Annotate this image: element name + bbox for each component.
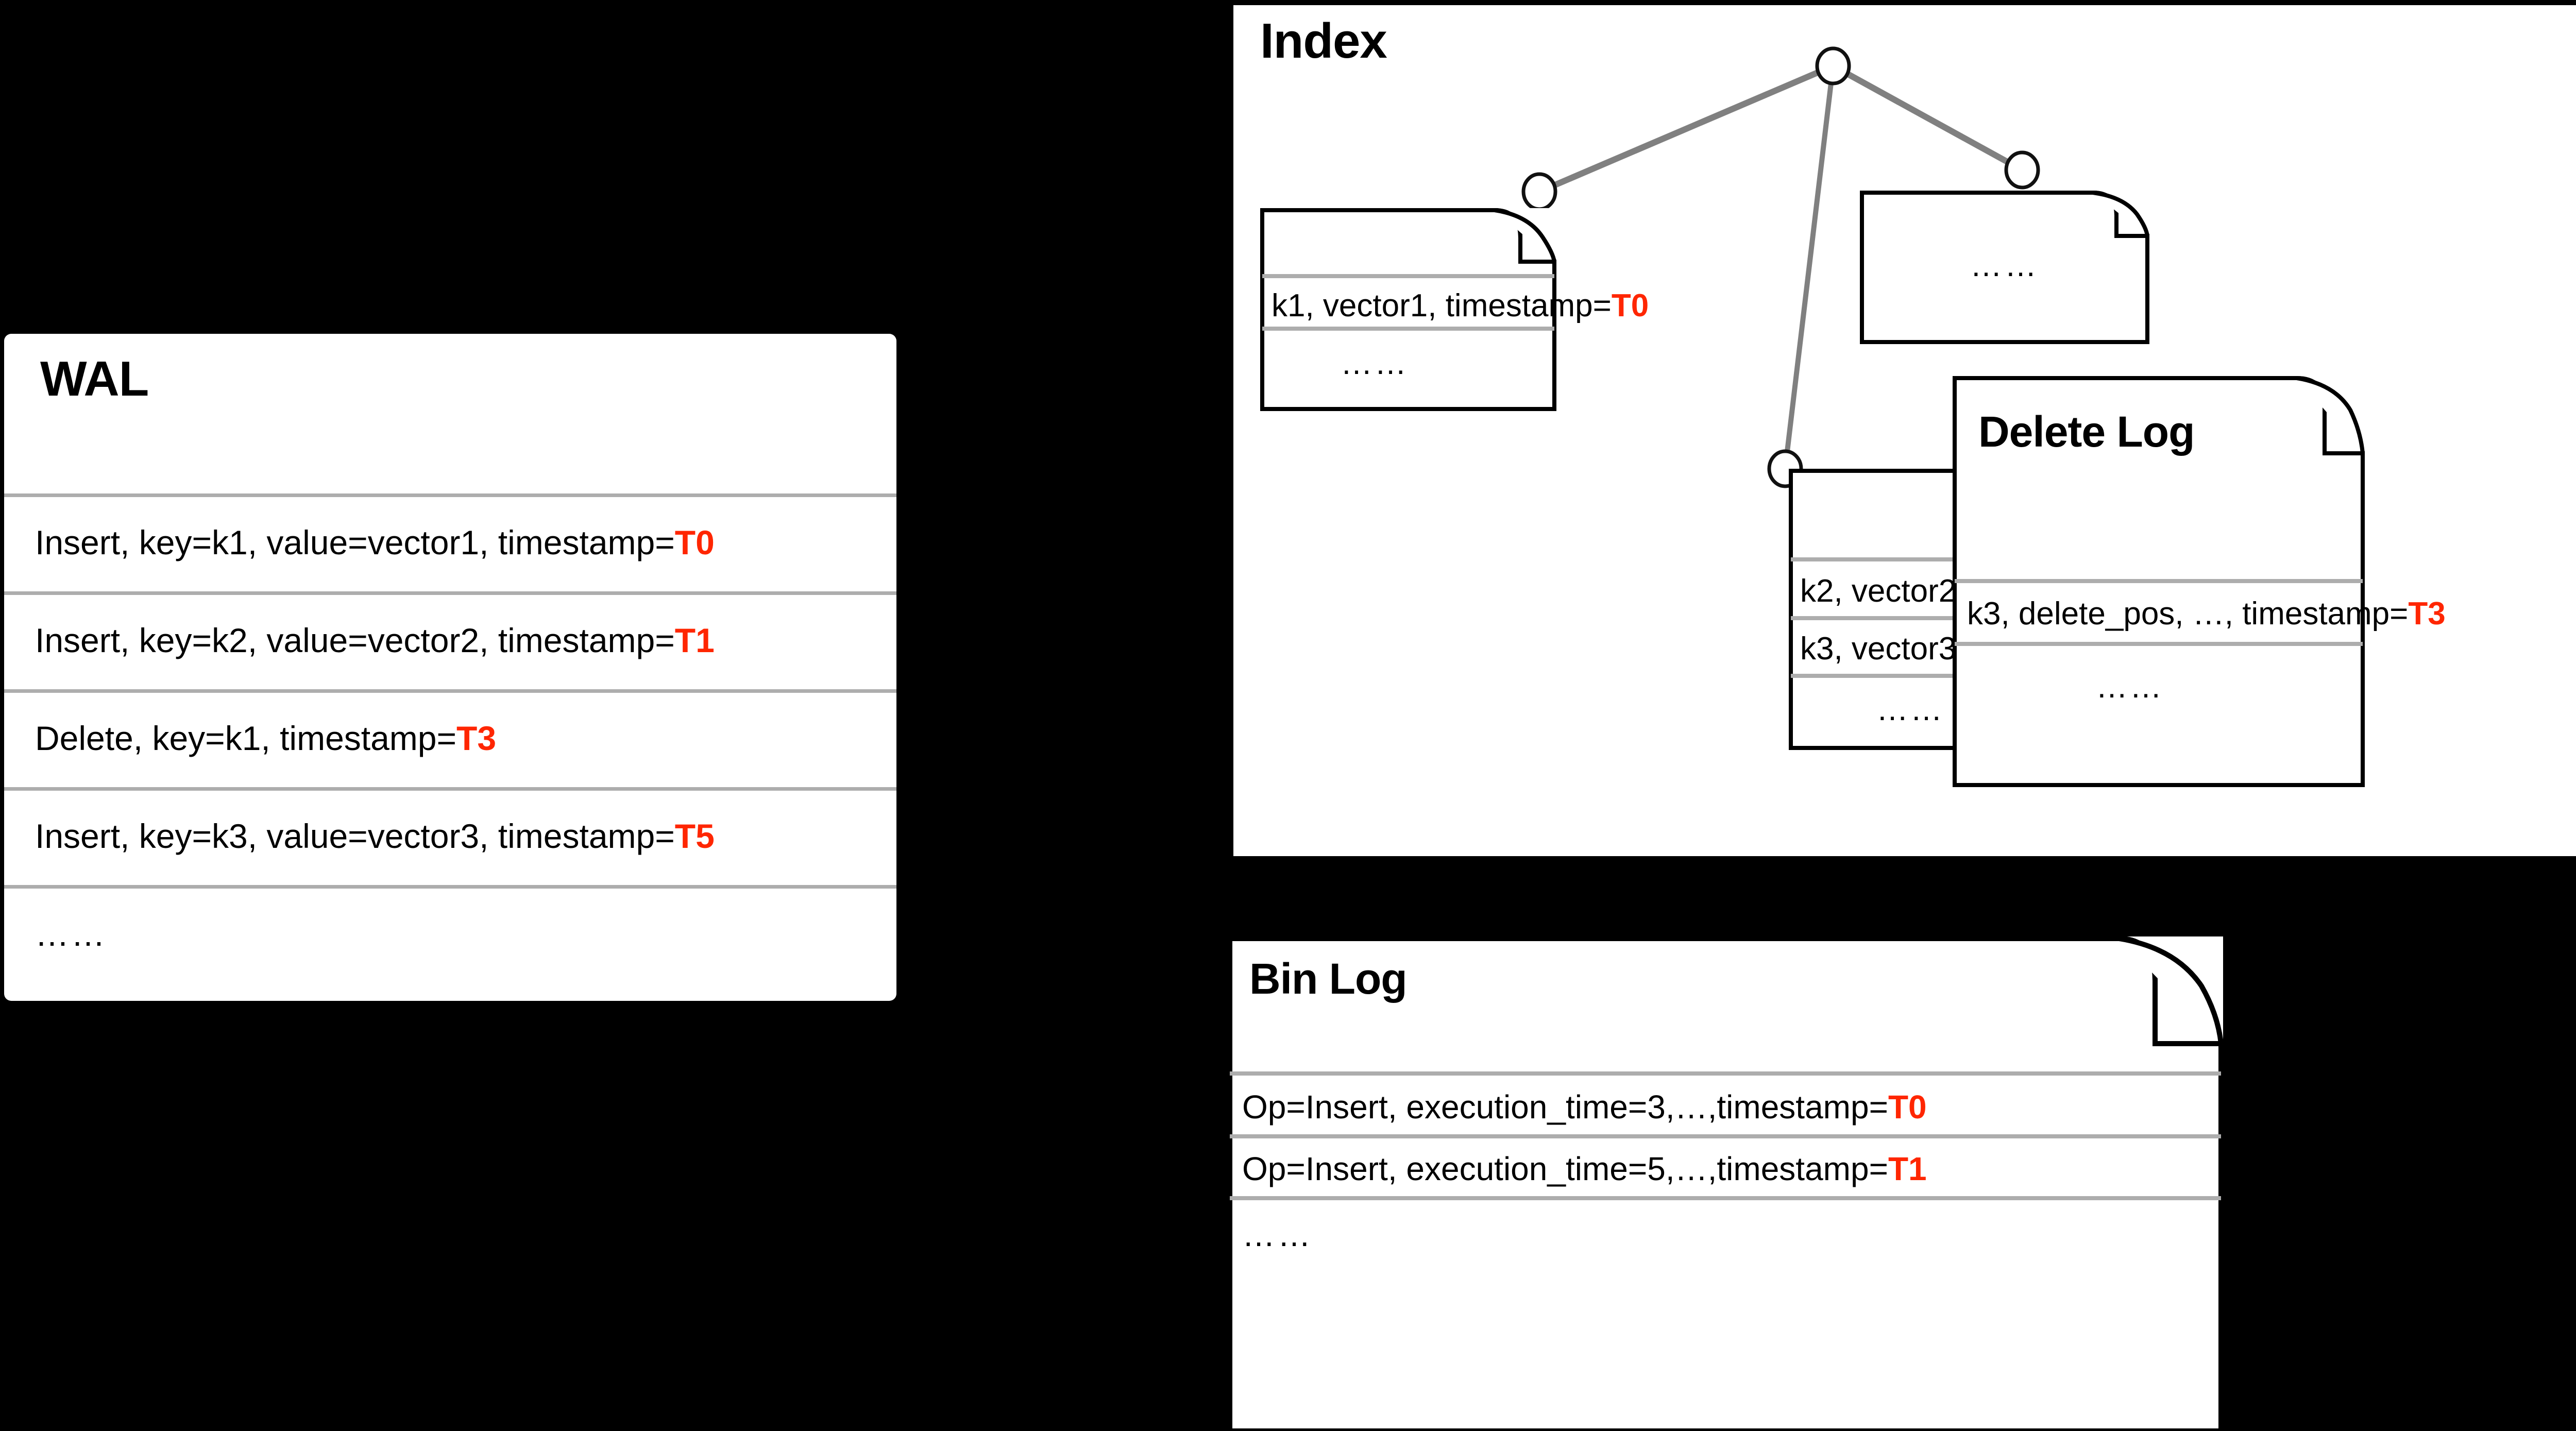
index-card-ellipsis-text: ……	[1970, 248, 2039, 283]
bin-log-title: Bin Log	[1249, 955, 1408, 1003]
bin-log-ellipsis-text: ……	[1242, 1216, 1313, 1253]
wal-row-timestamp: T3	[456, 719, 497, 757]
index-segment-card-more: ……	[1860, 191, 2149, 344]
wal-ellipsis-text: ……	[35, 915, 107, 953]
document-shape	[1228, 936, 2223, 1431]
wal-row: Insert, key=k3, value=vector3, timestamp…	[4, 787, 896, 885]
wal-row: Insert, key=k1, value=vector1, timestamp…	[4, 493, 896, 591]
wal-row-timestamp: T0	[674, 523, 715, 561]
delete-log-ellipsis-text: ……	[2096, 669, 2164, 705]
delete-log-row-timestamp: T3	[2408, 596, 2446, 632]
wal-row: Delete, key=k1, timestamp=T3	[4, 689, 896, 787]
bin-log-row: Op=Insert, execution_time=5,…,timestamp=…	[1230, 1134, 2221, 1196]
tree-edge-left	[1538, 63, 1835, 195]
tree-node-root	[1815, 46, 1851, 86]
wal-row-timestamp: T1	[674, 621, 715, 659]
wal-title: WAL	[40, 351, 149, 406]
delete-log-row: k3, delete_pos, …, timestamp=T3	[1955, 579, 2446, 642]
wal-row-text: Insert, key=k3, value=vector3, timestamp…	[35, 817, 715, 855]
wal-row-text: Insert, key=k2, value=vector2, timestamp…	[35, 621, 715, 659]
wal-row-text: Delete, key=k1, timestamp=T3	[35, 719, 497, 757]
delete-log-card: Delete Log k3, delete_pos, …, timestamp=…	[1953, 376, 2446, 787]
wal-panel: WAL Insert, key=k1, value=vector1, times…	[4, 334, 896, 1001]
tree-edge-right	[1832, 63, 2024, 173]
bin-log-row-text: Op=Insert, execution_time=5,…,timestamp=…	[1242, 1150, 1927, 1187]
index-card-row-ellipsis: ……	[1262, 327, 1554, 411]
wal-row-list: Insert, key=k1, value=vector1, timestamp…	[4, 493, 896, 983]
tree-edge-middle	[1783, 65, 1836, 469]
document-shape	[1860, 191, 2149, 344]
document-shape	[1260, 208, 1556, 411]
index-title: Index	[1260, 13, 1387, 69]
wal-row-ellipsis: ……	[4, 885, 896, 983]
bin-log-row-timestamp: T1	[1888, 1150, 1927, 1187]
index-card-row: k1, vector1, timestamp=T0	[1262, 274, 1649, 327]
delete-log-row-ellipsis: ……	[1955, 642, 2363, 787]
bin-log-row-ellipsis: ……	[1230, 1196, 2221, 1431]
index-segment-card-k1: k1, vector1, timestamp=T0 ……	[1260, 208, 1649, 411]
index-card-row-timestamp: T0	[1611, 288, 1649, 323]
tree-node-child-1	[1521, 172, 1557, 211]
bin-log-row-text: Op=Insert, execution_time=3,…,timestamp=…	[1242, 1088, 1927, 1126]
bin-log-row-timestamp: T0	[1888, 1088, 1927, 1126]
index-card-ellipsis-text: ……	[1341, 346, 1409, 381]
bin-log-panel: Bin Log Op=Insert, execution_time=3,…,ti…	[1228, 936, 2223, 1431]
tree-node-child-2	[2004, 150, 2040, 190]
wal-row-text: Insert, key=k1, value=vector1, timestamp…	[35, 523, 715, 561]
wal-row-timestamp: T5	[674, 817, 715, 855]
index-card-ellipsis-text: ……	[1876, 692, 1944, 727]
wal-row: Insert, key=k2, value=vector2, timestamp…	[4, 591, 896, 689]
index-panel: Index k1, vector1, timestamp=T0 …… ……	[1233, 5, 2576, 856]
bin-log-row: Op=Insert, execution_time=3,…,timestamp=…	[1230, 1071, 2221, 1134]
delete-log-row-text: k3, delete_pos, …, timestamp=T3	[1967, 596, 2446, 632]
index-card-row-ellipsis: ……	[1791, 674, 2086, 750]
index-card-row-text: k1, vector1, timestamp=T0	[1272, 288, 1649, 323]
delete-log-title: Delete Log	[1978, 407, 2195, 456]
